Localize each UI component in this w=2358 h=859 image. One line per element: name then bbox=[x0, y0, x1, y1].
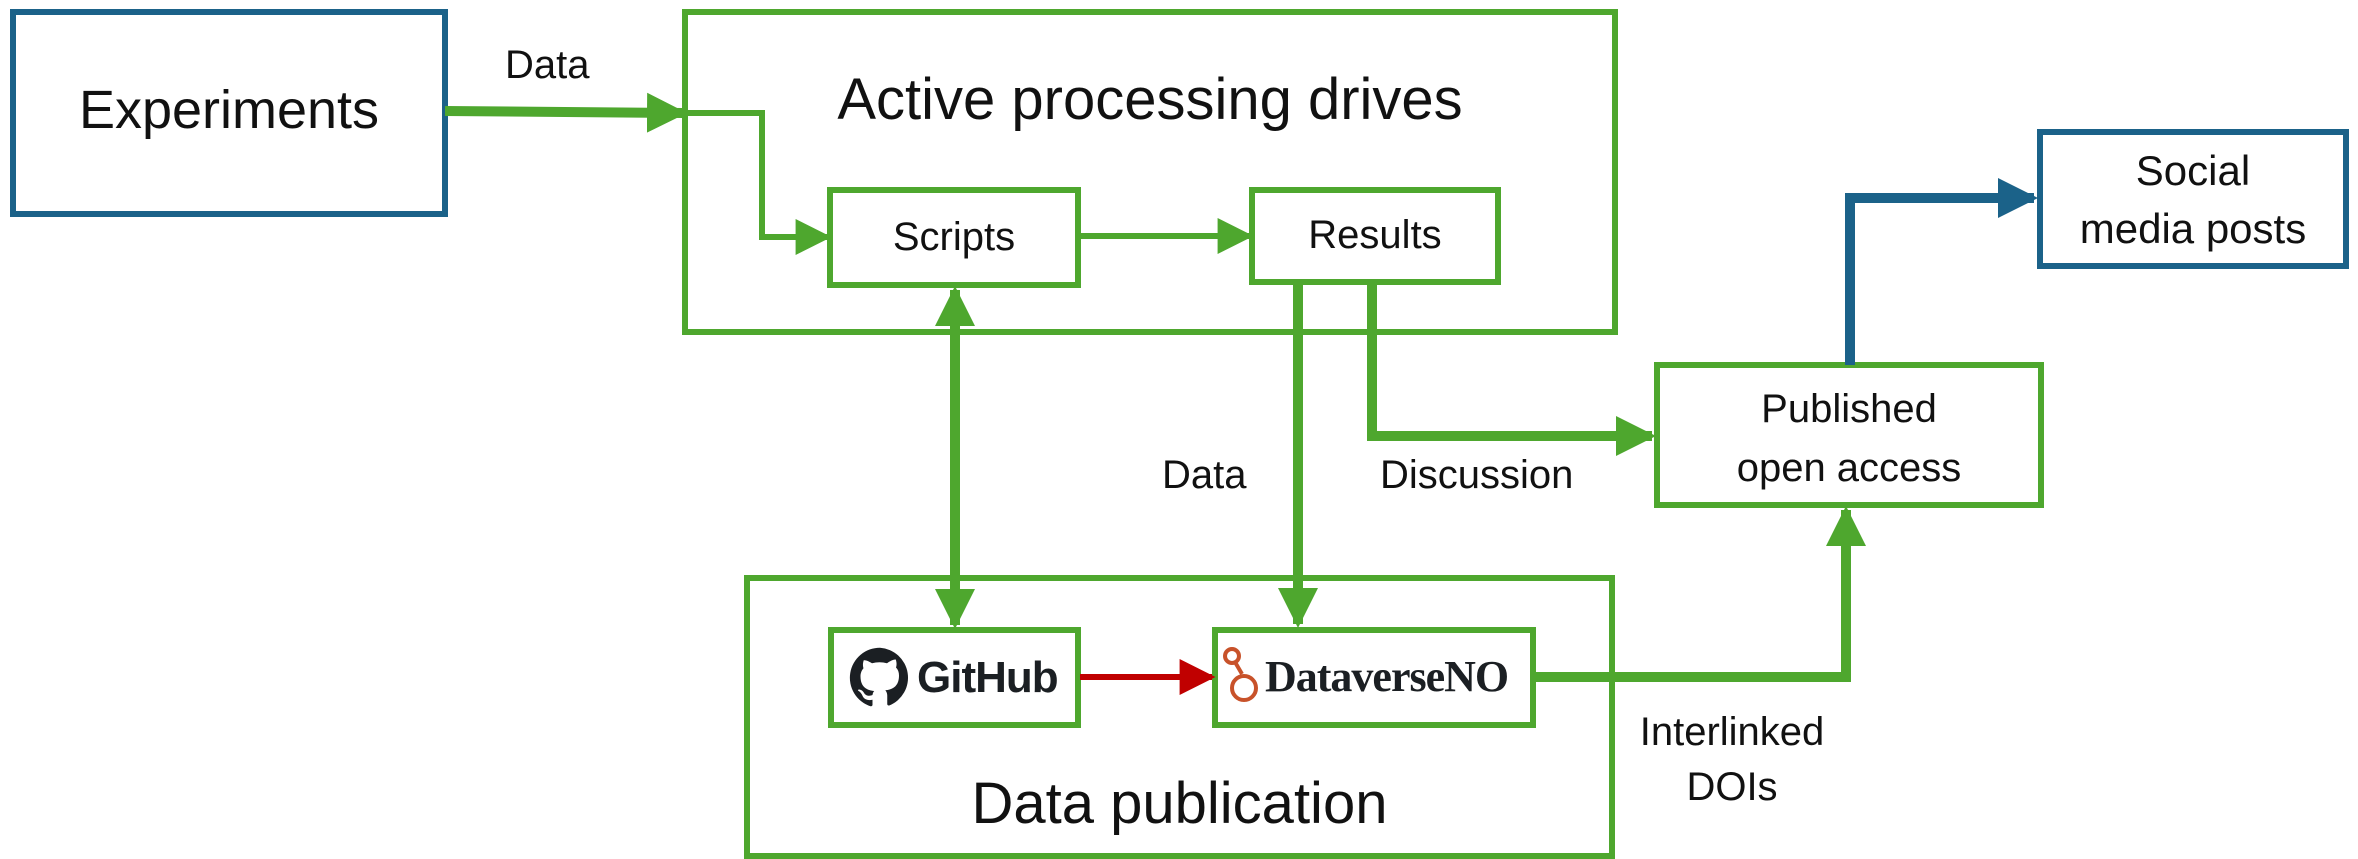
scripts-label: Scripts bbox=[892, 215, 1016, 259]
edge-label-dois: DOIs bbox=[1686, 765, 1778, 809]
scripts-box bbox=[827, 187, 1081, 288]
published-label-line1: Published bbox=[1761, 387, 1937, 431]
github-octocat-icon bbox=[849, 647, 909, 707]
arrow-experiments-to-active bbox=[444, 92, 687, 133]
arrow-results-to-published bbox=[1367, 282, 1656, 456]
arrow-active-to-scripts bbox=[683, 110, 832, 255]
edge-label-data-top: Data bbox=[505, 43, 590, 87]
dataverse-box bbox=[1212, 627, 1536, 728]
data-publication-title: Data publication bbox=[971, 771, 1388, 836]
published-label-line2: open access bbox=[1736, 446, 1962, 490]
active-processing-box bbox=[682, 9, 1618, 335]
social-media-label-line2: media posts bbox=[2079, 205, 2307, 252]
edge-label-interlinked: Interlinked bbox=[1639, 710, 1825, 754]
github-logo-text: GitHub bbox=[917, 653, 1059, 702]
dataverse-logo-text: DataverseNO bbox=[1265, 652, 1509, 701]
arrow-dataverse-to-published bbox=[1533, 506, 1866, 682]
experiments-box bbox=[10, 9, 448, 217]
results-label: Results bbox=[1308, 213, 1442, 257]
github-box bbox=[828, 627, 1081, 728]
results-box bbox=[1249, 187, 1501, 285]
social-media-box bbox=[2037, 129, 2349, 269]
arrow-published-to-social bbox=[1845, 178, 2038, 365]
edge-label-discussion: Discussion bbox=[1380, 453, 1574, 497]
experiments-label: Experiments bbox=[78, 80, 380, 140]
social-media-label-line1: Social bbox=[2135, 147, 2251, 194]
active-processing-title: Active processing drives bbox=[837, 67, 1463, 132]
data-publication-box bbox=[744, 575, 1615, 859]
dataverse-node-icon bbox=[1223, 647, 1258, 702]
edge-label-data-mid: Data bbox=[1162, 453, 1247, 497]
